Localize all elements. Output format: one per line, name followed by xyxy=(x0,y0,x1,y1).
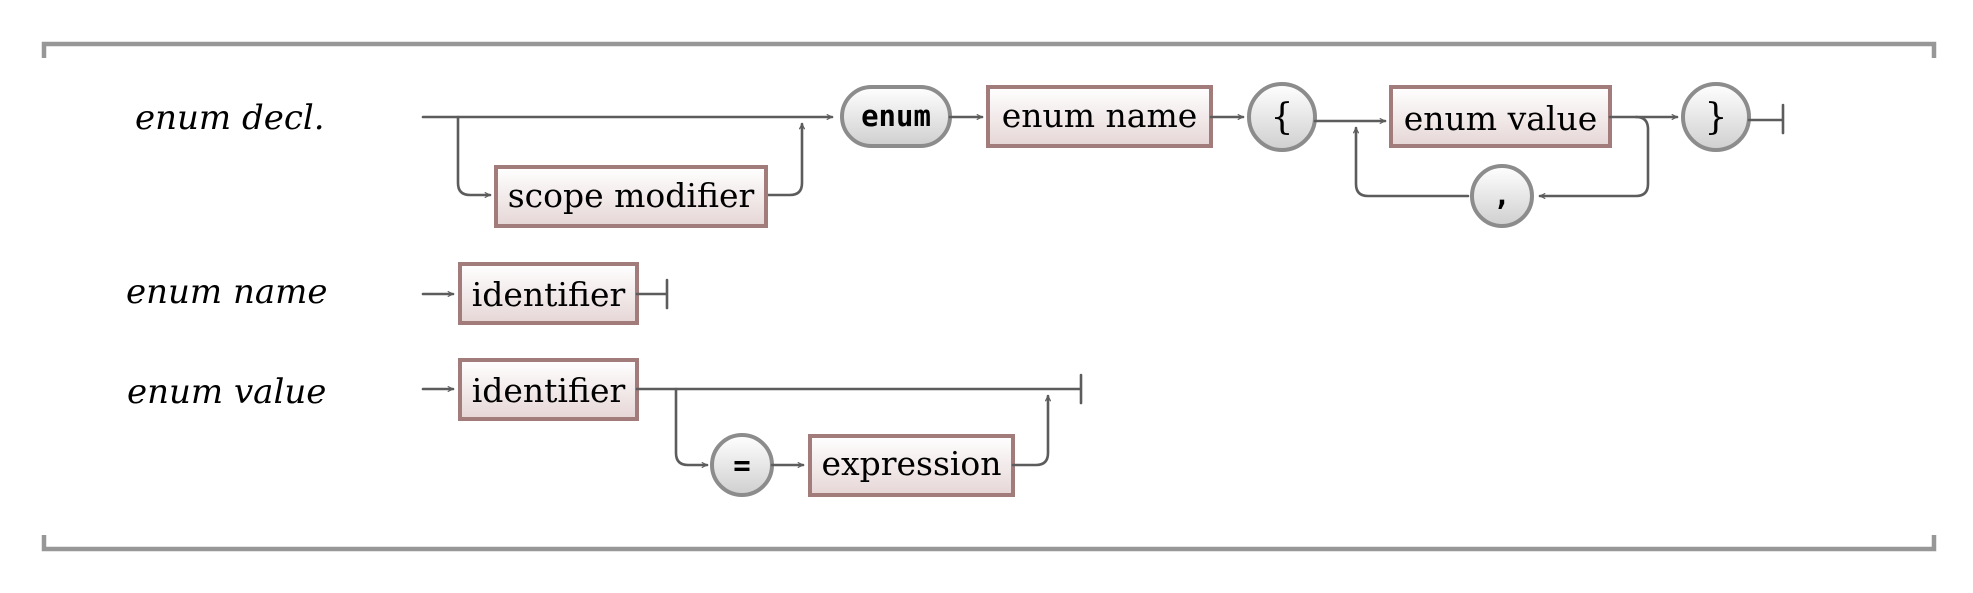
nonterminal-scope-modifier: scope modifier xyxy=(494,165,768,228)
nonterminal-enum-value-list: enum value xyxy=(1389,85,1612,148)
enum-value-repeat-loop-left xyxy=(1353,126,1470,198)
svg-text:identifier: identifier xyxy=(472,275,626,314)
svg-text:enum: enum xyxy=(861,99,931,133)
assignment-branch-down xyxy=(674,387,709,468)
terminal-open-brace: { xyxy=(1247,82,1317,152)
svg-text:expression: expression xyxy=(821,444,1001,483)
enum-decl-end-line xyxy=(1747,103,1785,135)
svg-text:enum value: enum value xyxy=(1404,99,1597,138)
top-bracket xyxy=(41,41,1937,58)
nonterminal-identifier-enum-name: identifier xyxy=(458,262,639,325)
assignment-branch-return-up xyxy=(1011,394,1051,467)
terminal-close-brace: } xyxy=(1681,82,1751,152)
svg-text:scope modifier: scope modifier xyxy=(508,176,755,215)
svg-text:=: = xyxy=(733,448,750,482)
rule-label-enum-value: enum value xyxy=(127,372,326,412)
nonterminal-identifier-enum-value: identifier xyxy=(458,358,639,421)
svg-text:{: { xyxy=(1271,97,1294,138)
rule-label-enum-decl: enum decl. xyxy=(135,98,325,138)
nonterminal-expression: expression xyxy=(808,434,1015,497)
scope-modifier-return-up xyxy=(764,122,805,197)
rule-label-enum-name: enum name xyxy=(126,272,328,312)
enum-value-main-line xyxy=(635,373,1083,405)
bottom-bracket xyxy=(41,535,1937,552)
svg-text:enum name: enum name xyxy=(1002,96,1198,135)
svg-text:}: } xyxy=(1705,97,1728,138)
scope-modifier-bypass-down xyxy=(456,115,492,198)
nonterminal-enum-name: enum name xyxy=(986,85,1213,148)
terminal-enum: enum xyxy=(840,85,952,148)
terminal-equals: = xyxy=(710,433,774,497)
svg-text:,: , xyxy=(1493,178,1510,212)
enum-name-end-line xyxy=(635,278,669,310)
terminal-comma: , xyxy=(1470,164,1534,228)
svg-text:identifier: identifier xyxy=(472,371,626,410)
